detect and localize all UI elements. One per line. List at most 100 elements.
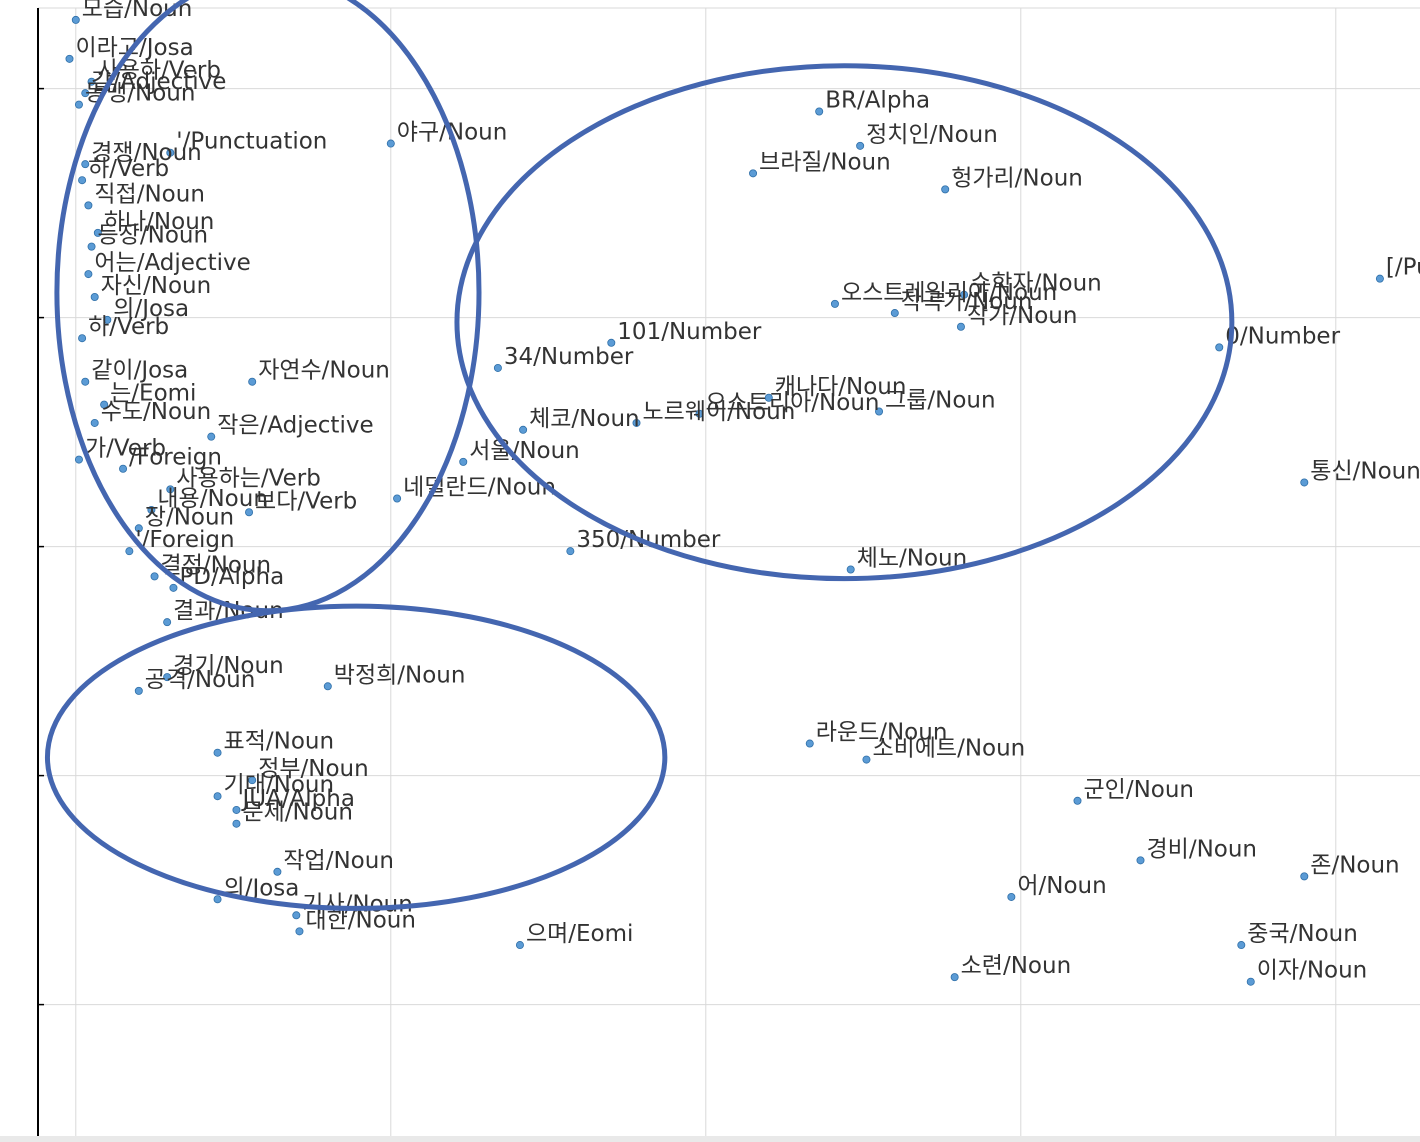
data-point[interactable]: [248, 377, 257, 386]
data-point[interactable]: [78, 176, 87, 185]
data-point[interactable]: [134, 524, 143, 533]
data-point[interactable]: [248, 776, 257, 785]
data-point[interactable]: [213, 748, 222, 757]
point-label: 는/Eomi: [110, 381, 196, 407]
data-point[interactable]: [87, 242, 96, 251]
data-point[interactable]: [90, 292, 99, 301]
data-point[interactable]: [119, 464, 128, 473]
point-label: 중국/Noun: [1247, 921, 1358, 947]
data-point[interactable]: [950, 973, 959, 982]
data-point[interactable]: [292, 911, 301, 920]
data-point[interactable]: [515, 941, 524, 950]
data-point[interactable]: [1136, 856, 1145, 865]
data-point[interactable]: [830, 299, 839, 308]
data-point[interactable]: [890, 309, 899, 318]
data-point[interactable]: [695, 409, 704, 418]
data-point[interactable]: [1375, 274, 1384, 283]
data-point[interactable]: [125, 547, 134, 556]
data-point[interactable]: [875, 407, 884, 416]
data-point[interactable]: [81, 160, 90, 169]
data-point[interactable]: [273, 867, 282, 876]
data-point[interactable]: [90, 418, 99, 427]
data-point[interactable]: [960, 290, 969, 299]
point-label: 자연수/Noun: [258, 358, 390, 384]
data-point[interactable]: [1246, 977, 1255, 986]
point-label: 같이/Josa: [91, 358, 188, 384]
data-point[interactable]: [941, 185, 950, 194]
point-label: 이자/Noun: [1257, 958, 1368, 984]
data-point[interactable]: [150, 572, 159, 581]
data-point[interactable]: [323, 682, 332, 691]
point-label: '/Foreign: [135, 527, 234, 553]
data-point[interactable]: [207, 432, 216, 441]
point-label: 소비에트/Noun: [872, 736, 1025, 762]
data-point[interactable]: [81, 377, 90, 386]
point-label: 경쟁/Noun: [91, 140, 202, 166]
data-point[interactable]: [78, 334, 87, 343]
data-point[interactable]: [93, 228, 102, 237]
point-label: PD/Alpha: [179, 564, 284, 590]
data-point[interactable]: [213, 792, 222, 801]
data-point[interactable]: [815, 107, 824, 116]
point-label: 캐나다/Noun: [775, 374, 907, 400]
horizontal-scrollbar[interactable]: [0, 1136, 1420, 1142]
cluster-ellipse: [454, 63, 1235, 582]
point-label: 101/Number: [617, 319, 762, 345]
point-label: '/Punctuation: [176, 129, 327, 155]
data-point[interactable]: [71, 15, 80, 24]
point-label: 통신/Noun: [1310, 458, 1420, 484]
data-point[interactable]: [749, 169, 758, 178]
point-label: 경비/Noun: [1147, 836, 1258, 862]
data-point[interactable]: [245, 508, 254, 517]
data-point[interactable]: [103, 315, 112, 324]
data-point[interactable]: [65, 54, 74, 63]
data-point[interactable]: [856, 141, 865, 150]
point-label: 수도/Noun: [101, 399, 212, 425]
data-point[interactable]: [846, 565, 855, 574]
data-point[interactable]: [295, 927, 304, 936]
data-point[interactable]: [87, 77, 96, 86]
data-point[interactable]: [632, 418, 641, 427]
data-point[interactable]: [74, 455, 83, 464]
data-point[interactable]: [862, 755, 871, 764]
data-point[interactable]: [764, 393, 773, 402]
data-point[interactable]: [84, 270, 93, 279]
data-point[interactable]: [1073, 796, 1082, 805]
data-point[interactable]: [805, 739, 814, 748]
data-point[interactable]: [1300, 478, 1309, 487]
data-point[interactable]: [1237, 941, 1246, 950]
data-point[interactable]: [459, 457, 468, 466]
data-point[interactable]: [166, 148, 175, 157]
data-point[interactable]: [163, 618, 172, 627]
data-point[interactable]: [84, 201, 93, 210]
data-point[interactable]: [232, 805, 241, 814]
data-point[interactable]: [134, 686, 143, 695]
data-point[interactable]: [166, 485, 175, 494]
data-point[interactable]: [1215, 343, 1224, 352]
data-point[interactable]: [100, 400, 109, 409]
data-point[interactable]: [956, 322, 965, 331]
cluster-ellipses: [44, 0, 1235, 911]
point-label: 표적/Noun: [224, 729, 335, 755]
data-point[interactable]: [386, 139, 395, 148]
data-point[interactable]: [1007, 892, 1016, 901]
data-point[interactable]: [213, 895, 222, 904]
data-point[interactable]: [519, 425, 528, 434]
data-point[interactable]: [74, 100, 83, 109]
point-label: 으며/Eomi: [526, 921, 633, 947]
data-point[interactable]: [566, 547, 575, 556]
point-label: 어/Noun: [1017, 873, 1106, 899]
data-point[interactable]: [147, 505, 156, 514]
data-point[interactable]: [1300, 872, 1309, 881]
point-label: 오스트리아/Noun: [706, 390, 880, 416]
point-label: 자신/Noun: [101, 273, 212, 299]
data-point[interactable]: [393, 494, 402, 503]
data-point[interactable]: [607, 338, 616, 347]
data-point[interactable]: [169, 583, 178, 592]
data-point[interactable]: [232, 819, 241, 828]
data-point[interactable]: [163, 673, 172, 682]
data-point[interactable]: [81, 89, 90, 98]
data-point[interactable]: [493, 363, 502, 372]
point-label: 수학자/Noun: [970, 271, 1102, 297]
point-label: 어는/Adjective: [94, 250, 250, 276]
